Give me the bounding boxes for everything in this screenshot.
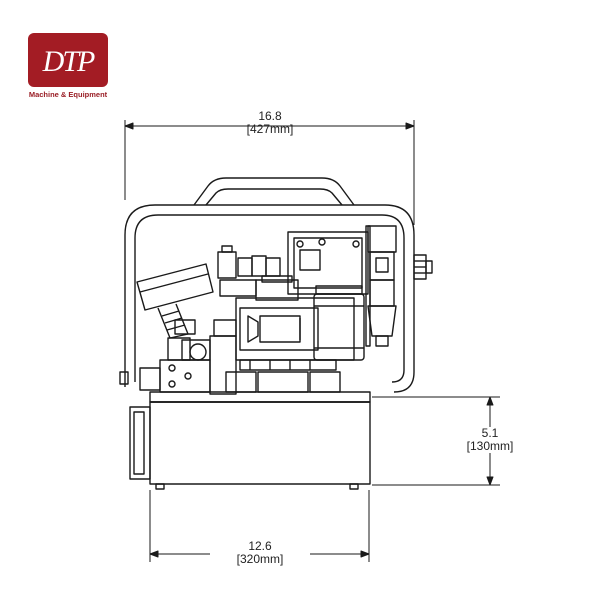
dimension-top-lines	[124, 120, 415, 225]
dimension-top-value: 16.8	[258, 109, 282, 123]
roll-cage-frame	[124, 204, 415, 393]
upper-valves	[217, 245, 299, 301]
dimension-bottom-metric: [320mm]	[236, 552, 284, 566]
dimension-right-metric: [130mm]	[466, 439, 514, 453]
logo-badge	[28, 33, 108, 87]
carry-handle	[193, 177, 355, 206]
control-box	[287, 231, 369, 295]
dimension-top-metric: [427mm]	[246, 122, 294, 136]
dimension-right-value: 5.1	[481, 426, 499, 440]
dimension-bottom-label: 12.6 [320mm]	[210, 540, 310, 566]
valve-manifold	[119, 319, 237, 395]
dimension-bottom-value: 12.6	[248, 539, 272, 553]
logo-subtitle: Machine & Equipment	[28, 90, 108, 99]
company-logo: DTP Machine & Equipment	[22, 33, 114, 103]
dimension-right-lines	[372, 396, 500, 486]
dimension-right-label: 5.1 [130mm]	[455, 427, 525, 453]
filter-unit	[365, 225, 397, 347]
dimension-top-label: 16.8 [427mm]	[220, 110, 320, 136]
svg-text:DTP: DTP	[42, 45, 95, 78]
logo-monogram-icon: DTP	[42, 45, 97, 78]
motor-assembly	[225, 285, 365, 393]
side-knob	[413, 254, 433, 280]
reservoir-base	[129, 391, 371, 490]
